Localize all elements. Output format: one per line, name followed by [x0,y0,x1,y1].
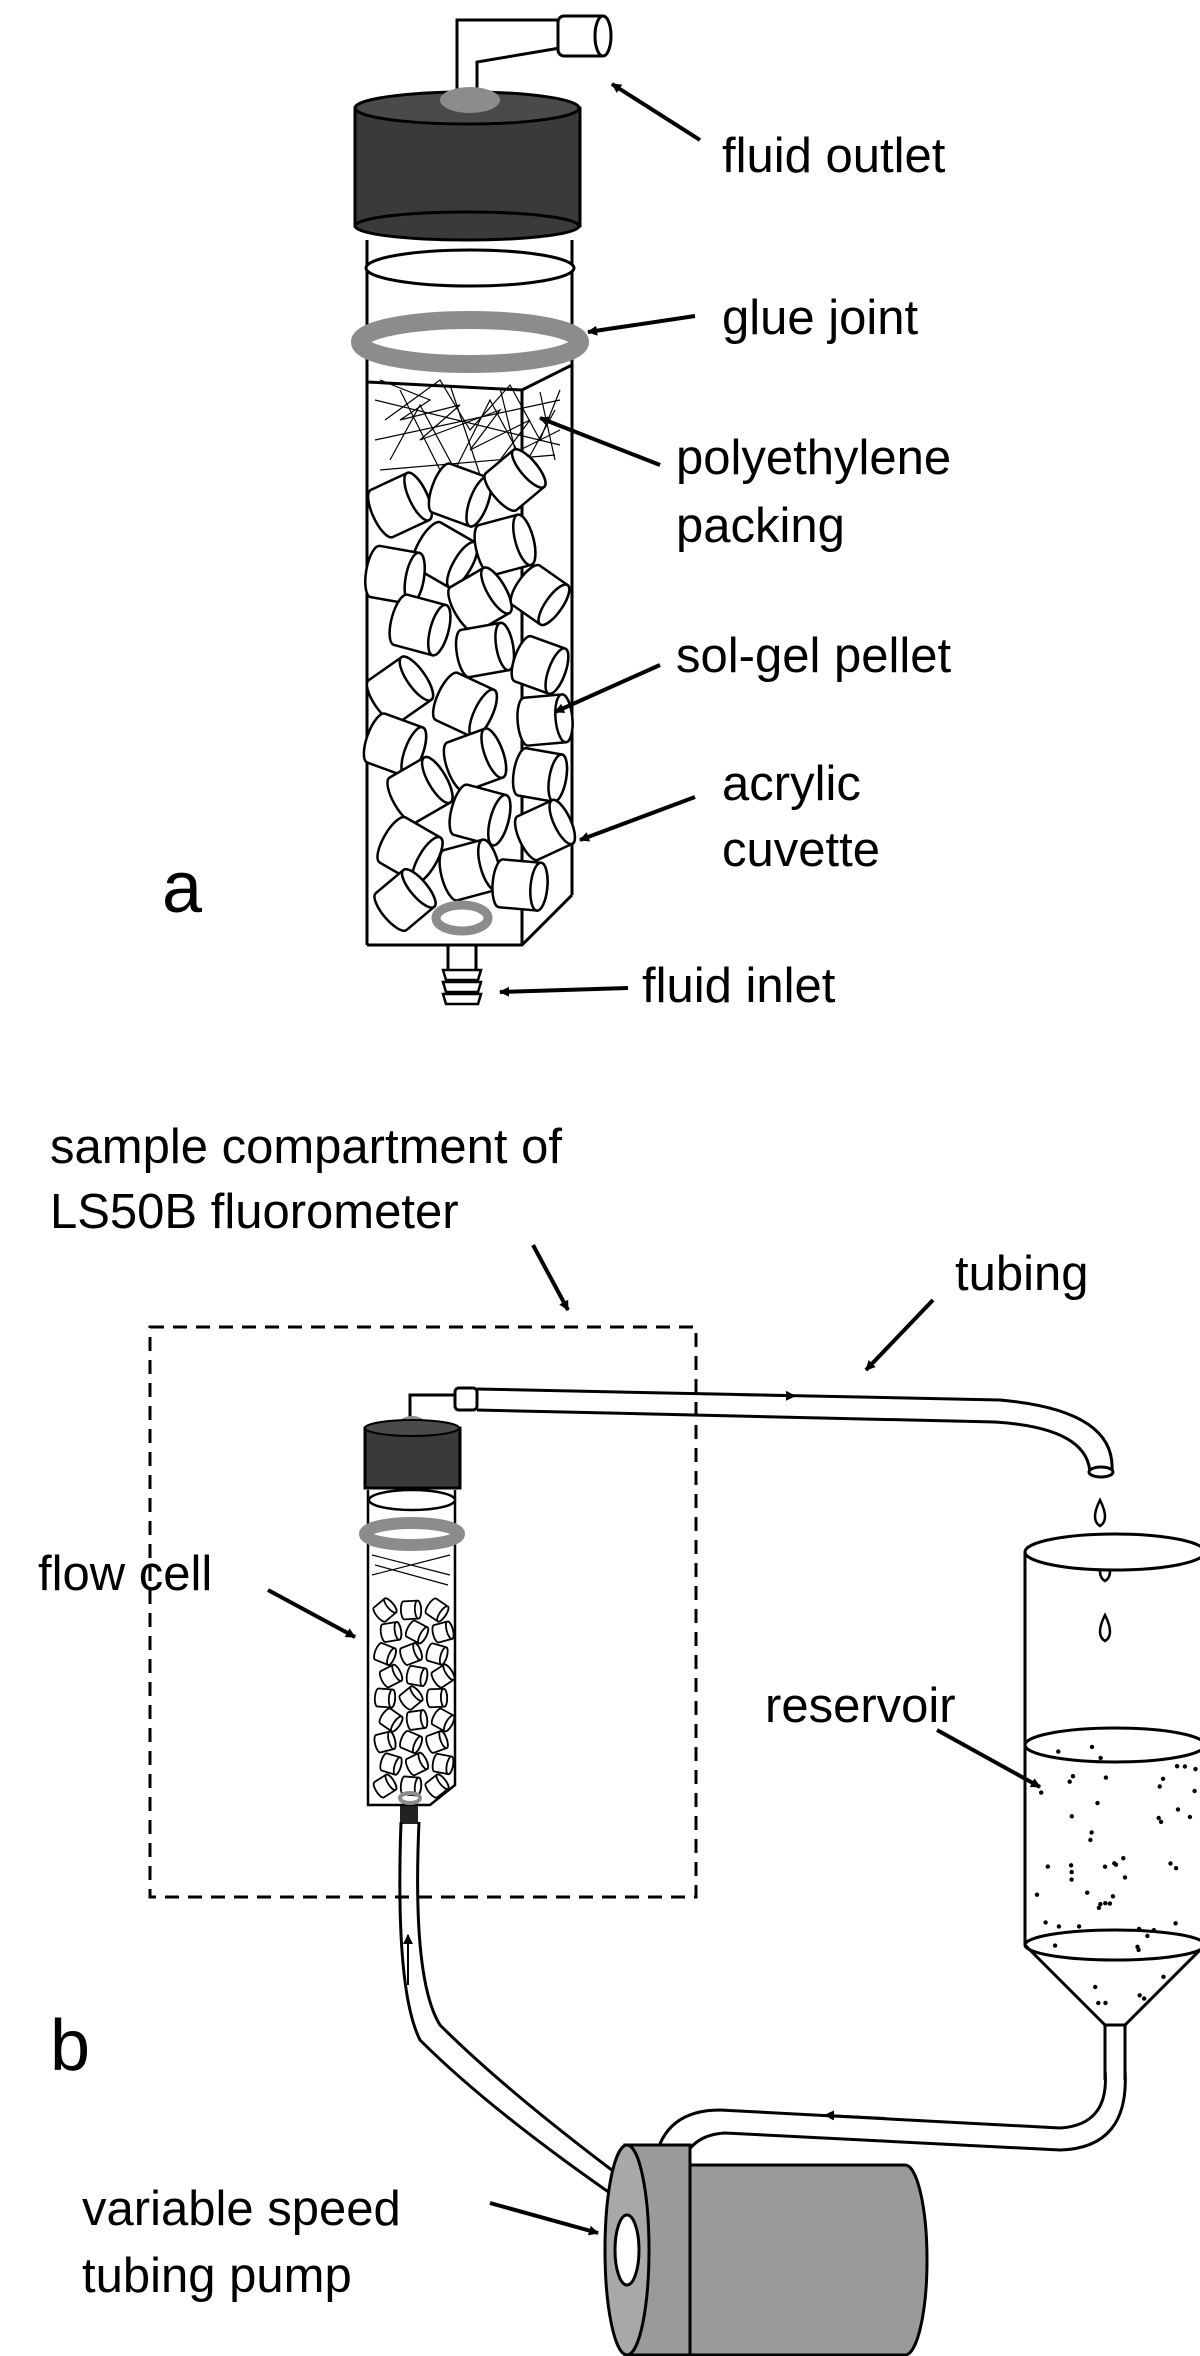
sol-gel-pellet-label: sol-gel pellet [676,629,951,683]
pellet [430,1707,456,1733]
polyethylene-packing [374,379,561,476]
pellet [516,693,574,747]
acrylic-label: acrylic [722,757,861,811]
glue-joint-label: glue joint [722,291,919,345]
tubing-pump [603,2143,929,2356]
pellet [509,563,571,627]
pellet [388,593,452,657]
reservoir-vessel [1023,1532,1200,2080]
reservoir-label: reservoir [765,1679,956,1733]
pellet [425,1730,449,1754]
pellet [399,1730,423,1755]
pellet [399,1599,423,1621]
pellet [366,471,434,539]
small-pellets [372,1597,456,1799]
pellet [430,1663,456,1689]
inlet-fitting [431,900,493,1006]
pellet [431,1620,455,1644]
tubing-label: tubing [955,1247,1089,1301]
inlet-tubing [398,1821,626,2202]
pellet [372,1773,398,1799]
outlet-tube [455,14,613,90]
pellet [373,1730,397,1754]
pellet [378,1707,404,1733]
panel-b-arrows [267,1244,1041,2236]
cuvette-cap [353,87,582,242]
pellet [364,544,426,606]
pellet [442,727,508,793]
pellet [510,634,570,696]
pellet [448,783,512,847]
small-flow-cell [359,1393,465,1824]
panel-a-arrows [499,82,702,997]
panel-a-letter: a [162,848,203,928]
pellet [372,1597,398,1623]
pellet [405,1709,429,1731]
panel-a-flow-cell-detail: fluid outlet glue joint polyethylene pac… [162,14,951,1013]
pellet [399,1642,423,1666]
pellet [425,1687,449,1709]
return-tubing [653,2069,1127,2171]
packing-label: packing [676,499,845,553]
pellet [379,1752,403,1776]
pellet [425,1642,449,1666]
pellet [473,513,537,577]
pump-label-line2: tubing pump [82,2249,352,2303]
pellet [373,868,437,932]
pellet [431,1752,455,1776]
pellet [365,655,435,725]
pellet [513,798,577,862]
panel-b-system: sample compartment of LS50B fluorometer … [38,1120,1200,2356]
sample-compartment-box [148,1325,698,1899]
pellet [511,746,569,804]
pellet [386,755,454,825]
pellet [376,815,444,885]
pellet [447,566,513,634]
pellet [378,1663,404,1689]
flow-cell-label: flow cell [38,1547,212,1601]
pellet [398,1685,424,1711]
pellet [424,1773,450,1799]
glue-joint-ring [351,311,589,373]
outlet-tubing [453,1386,1115,1479]
pellet [424,1597,450,1623]
panel-b-letter: b [50,2006,90,2086]
pellet [427,462,493,528]
pellet [404,1619,430,1645]
cuvette-label: cuvette [722,823,880,877]
pellet [379,1621,403,1643]
compartment-label-line2: LS50B fluorometer [50,1185,459,1239]
fluid-inlet-label: fluid inlet [642,959,836,1013]
pellet [483,448,547,512]
pump-label-line1: variable speed [82,2182,401,2236]
pellet [373,1687,397,1709]
pellet [405,1665,429,1687]
compartment-label-line1: sample compartment of [50,1120,562,1174]
pellet [373,1642,397,1666]
sol-gel-pellets [362,448,577,932]
reservoir-particles [1034,1744,1198,2006]
pellet [491,858,549,912]
pellet [404,1751,430,1777]
pellet [454,621,516,679]
fluid-outlet-label: fluid outlet [722,129,946,183]
polyethylene-label: polyethylene [676,431,951,485]
